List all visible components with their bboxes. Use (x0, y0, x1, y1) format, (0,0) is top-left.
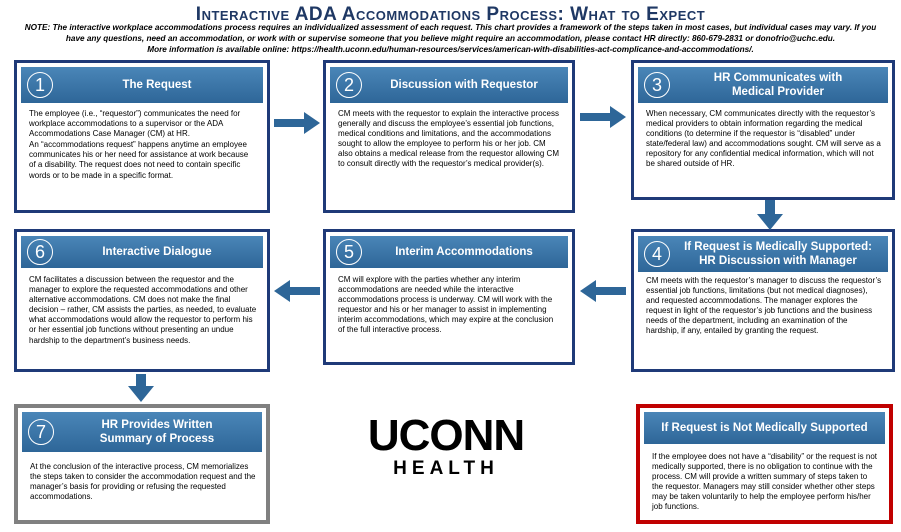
not-supported-title: If Request is Not Medically Supported (661, 422, 868, 434)
step-4-box: 4 If Request is Medically Supported: HR … (631, 229, 895, 372)
note-line: More information is available online: ht… (147, 45, 754, 54)
not-supported-box: If Request is Not Medically Supported If… (636, 404, 893, 524)
note-text: NOTE: The interactive workplace accommod… (4, 22, 897, 55)
arrow-down-3-to-4 (757, 200, 783, 230)
step-body-text: When necessary, CM communicates directly… (646, 109, 881, 169)
step-title-line: HR Provides Written (101, 419, 213, 431)
step-title: If Request is Medically Supported: HR Di… (638, 240, 888, 268)
step-number-badge: 6 (27, 239, 53, 265)
step-4-header: 4 If Request is Medically Supported: HR … (638, 236, 888, 272)
step-title: Interactive Dialogue (102, 246, 212, 258)
step-body: At the conclusion of the interactive pro… (30, 462, 256, 503)
not-supported-header: If Request is Not Medically Supported (644, 412, 885, 444)
step-title-line: If Request is Medically Supported: (684, 241, 872, 253)
note-line: have any questions, need an accommodatio… (65, 34, 836, 43)
arrow-left-4-to-5 (580, 280, 626, 302)
step-1-header: 1 The Request (21, 67, 263, 103)
page-title: Interactive ADA Accommodations Process: … (195, 4, 706, 25)
step-body-text: The employee (i.e., “requestor”) communi… (29, 109, 241, 139)
step-3-box: 3 HR Communicates with Medical Provider … (631, 60, 895, 200)
step-2-box: 2 Discussion with Requestor CM meets wit… (323, 60, 575, 213)
step-title-line: Summary of Process (99, 433, 215, 445)
logo-line-2: HEALTH (393, 458, 499, 479)
step-3-header: 3 HR Communicates with Medical Provider (638, 67, 888, 103)
step-body: When necessary, CM communicates directly… (646, 109, 882, 171)
step-body-text: At the conclusion of the interactive pro… (30, 462, 256, 502)
step-number-badge: 7 (28, 419, 54, 445)
step-body: The employee (i.e., “requestor”) communi… (29, 109, 257, 182)
note-line: NOTE: The interactive workplace accommod… (24, 23, 877, 32)
step-body: CM facilitates a discussion between the … (29, 275, 257, 347)
arrow-right-2-to-3 (580, 106, 626, 128)
step-6-header: 6 Interactive Dialogue (21, 236, 263, 268)
step-5-box: 5 Interim Accommodations CM will explore… (323, 229, 575, 365)
step-5-header: 5 Interim Accommodations (330, 236, 568, 268)
logo-line-1: UCONN (367, 411, 525, 460)
step-title: The Request (122, 79, 192, 91)
arrow-down-6-to-7 (128, 374, 154, 402)
step-body-text: An “accommodations request” happens anyt… (29, 140, 249, 180)
step-title-line: HR Communicates with (713, 72, 843, 84)
step-title-line: Medical Provider (731, 86, 825, 98)
step-body: CM meets with the requestor’s manager to… (646, 276, 882, 338)
step-number-badge: 4 (644, 241, 670, 267)
step-number-badge: 3 (644, 72, 670, 98)
arrow-right-1-to-2 (274, 112, 320, 134)
step-number-badge: 1 (27, 72, 53, 98)
uconn-health-logo: UCONN HEALTH (356, 414, 536, 480)
step-body-text: CM meets with the requestor to explain t… (338, 109, 559, 169)
step-title: Discussion with Requestor (390, 79, 538, 91)
step-7-header: 7 HR Provides Written Summary of Process (22, 412, 262, 452)
step-number-badge: 5 (336, 239, 362, 265)
step-body-text: CM facilitates a discussion between the … (29, 275, 257, 345)
step-body-text: CM meets with the requestor’s manager to… (646, 276, 882, 336)
step-body: CM meets with the requestor to explain t… (338, 109, 562, 171)
not-supported-text: If the employee does not have a “disabil… (652, 452, 878, 512)
step-number-badge: 2 (336, 72, 362, 98)
arrow-left-5-to-6 (274, 280, 320, 302)
step-title: HR Provides Written Summary of Process (22, 418, 262, 446)
step-title: HR Communicates with Medical Provider (638, 71, 888, 99)
step-title: Interim Accommodations (395, 246, 533, 258)
step-body: CM will explore with the parties whether… (338, 275, 562, 337)
step-1-box: 1 The Request The employee (i.e., “reque… (14, 60, 270, 213)
not-supported-body: If the employee does not have a “disabil… (652, 452, 879, 514)
step-6-box: 6 Interactive Dialogue CM facilitates a … (14, 229, 270, 372)
step-title-line: HR Discussion with Manager (699, 255, 857, 267)
step-7-box: 7 HR Provides Written Summary of Process… (14, 404, 270, 524)
step-2-header: 2 Discussion with Requestor (330, 67, 568, 103)
step-body-text: CM will explore with the parties whether… (338, 275, 554, 335)
